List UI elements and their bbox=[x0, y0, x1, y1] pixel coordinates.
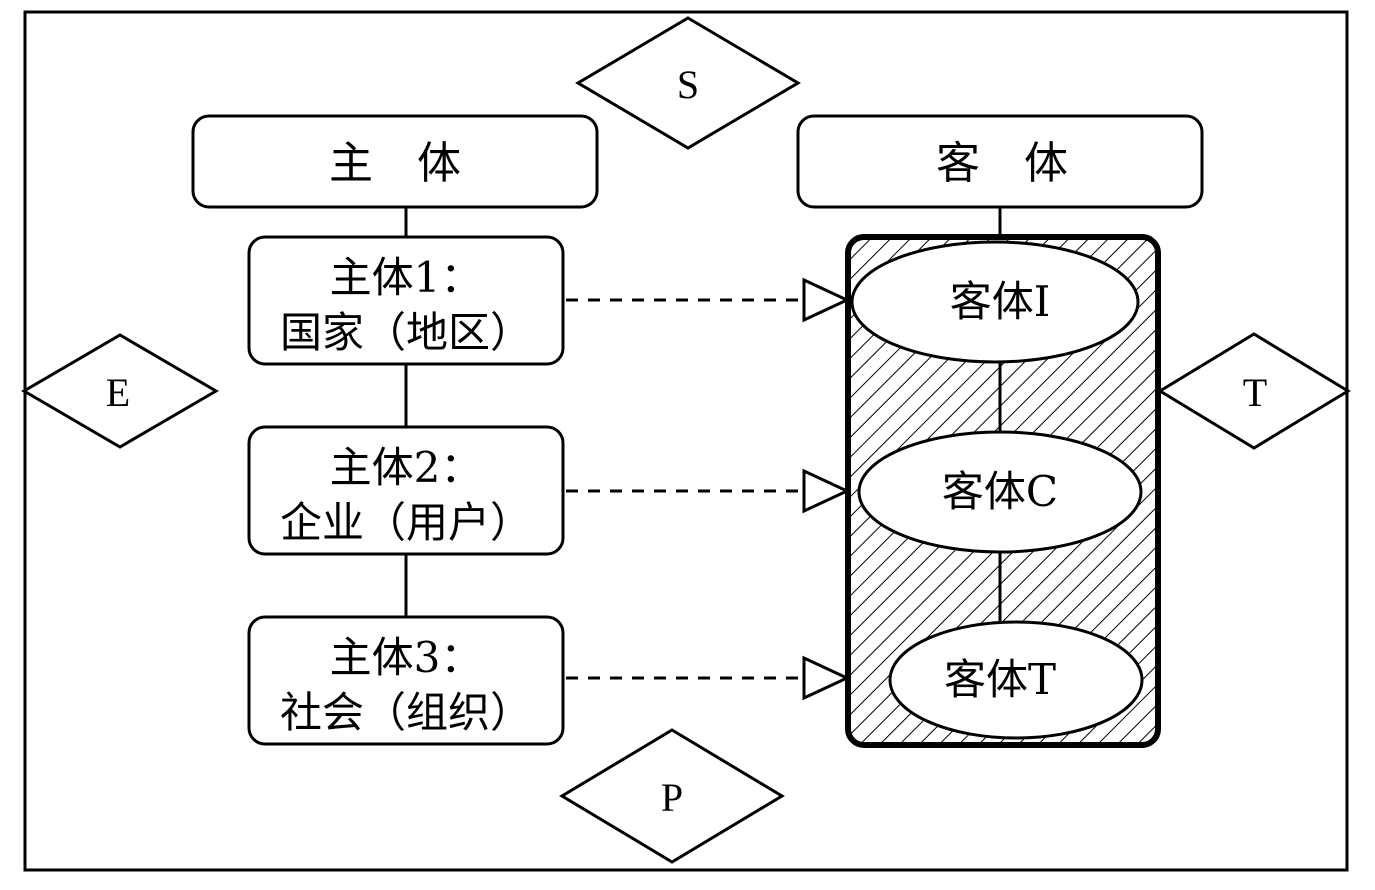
subject-item-3-line2: 社会（组织） bbox=[280, 688, 532, 737]
dashed-arrow-2 bbox=[566, 468, 851, 514]
diamond-t: T bbox=[1157, 332, 1351, 450]
object-item-1-label: 客体I bbox=[950, 277, 1051, 326]
dashed-arrow-1 bbox=[566, 277, 851, 323]
diamond-p: P bbox=[559, 728, 785, 864]
dashed-arrow-3 bbox=[566, 655, 851, 701]
object-item-3: 客体T bbox=[888, 620, 1144, 740]
subject-item-1: 主体1： 国家（地区） bbox=[247, 235, 565, 366]
diamond-e: E bbox=[21, 333, 219, 449]
subject-item-2-line1: 主体2： bbox=[330, 443, 483, 492]
subject-item-3: 主体3： 社会（组织） bbox=[247, 615, 565, 746]
diamond-t-label: T bbox=[1243, 370, 1267, 415]
object-item-3-label: 客体T bbox=[944, 655, 1056, 704]
object-title: 客 体 bbox=[936, 138, 1068, 189]
object-title-box: 客 体 bbox=[796, 114, 1204, 209]
subject-title-box: 主 体 bbox=[191, 114, 599, 209]
subject-title: 主 体 bbox=[329, 138, 461, 189]
diamond-e-label: E bbox=[106, 370, 130, 415]
diamond-s: S bbox=[575, 16, 801, 150]
subject-item-1-line1: 主体1： bbox=[330, 253, 483, 302]
object-item-2: 客体C bbox=[857, 430, 1143, 554]
subject-item-2: 主体2： 企业（用户） bbox=[247, 425, 565, 556]
diamond-p-label: P bbox=[661, 775, 683, 820]
subject-item-1-line2: 国家（地区） bbox=[280, 308, 532, 357]
subject-item-3-line1: 主体3： bbox=[330, 633, 483, 682]
object-item-1: 客体I bbox=[850, 240, 1140, 364]
subject-item-2-line2: 企业（用户） bbox=[280, 498, 532, 547]
outer-frame bbox=[23, 10, 1349, 872]
diamond-s-label: S bbox=[677, 62, 699, 107]
object-item-2-label: 客体C bbox=[942, 467, 1058, 516]
